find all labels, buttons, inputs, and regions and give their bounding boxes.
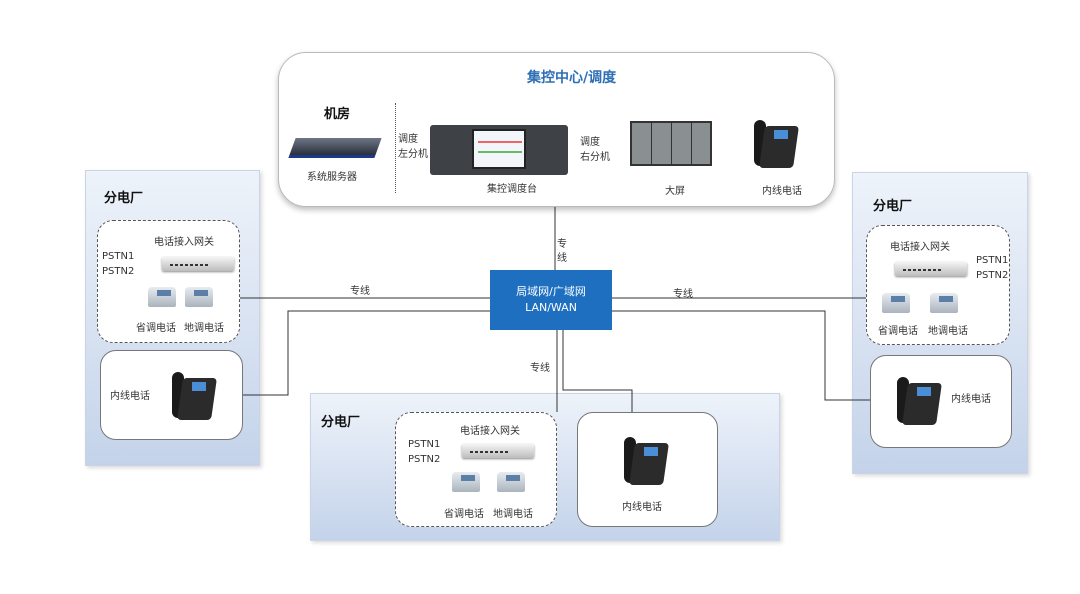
internal-phone-label: 内线电话 xyxy=(110,391,150,402)
ip-phone-icon xyxy=(170,368,217,424)
right-ext-label-2: 右分机 xyxy=(580,152,610,163)
ip-phone-icon xyxy=(622,433,669,489)
link-label-left: 专线 xyxy=(350,286,370,297)
phone-label: 省调电话 xyxy=(444,509,484,520)
big-screen-icon xyxy=(630,121,712,166)
phone-label: 内线电话 xyxy=(762,186,802,197)
link-label-bottom: 专线 xyxy=(530,363,550,374)
server-icon xyxy=(288,138,382,158)
lan-label-2: LAN/WAN xyxy=(525,301,577,314)
gateway-label: 电话接入网关 xyxy=(154,237,214,248)
console-icon xyxy=(430,125,568,175)
ip-phone-icon xyxy=(752,116,799,172)
internal-phone-box xyxy=(870,355,1012,448)
pstn1-label: PSTN1 xyxy=(976,255,1009,266)
gateway-box xyxy=(866,225,1010,345)
left-ext-label-2: 左分机 xyxy=(398,149,428,160)
desk-phone-icon xyxy=(497,472,525,492)
server-room-label: 机房 xyxy=(324,107,351,122)
internal-phone-box xyxy=(100,350,243,440)
divider xyxy=(395,103,396,193)
left-ext-label-1: 调度 xyxy=(398,134,418,145)
phone-label: 地调电话 xyxy=(493,509,533,520)
lan-wan-node: 局域网/广域网 LAN/WAN xyxy=(490,270,612,330)
plant-title: 分电厂 xyxy=(104,191,144,206)
desk-phone-icon xyxy=(930,293,958,313)
phone-label: 省调电话 xyxy=(878,326,918,337)
lan-label-1: 局域网/广域网 xyxy=(516,285,586,298)
pstn2-label: PSTN2 xyxy=(976,270,1009,281)
desk-phone-icon xyxy=(148,287,176,307)
desk-phone-icon xyxy=(882,293,910,313)
plant-title: 分电厂 xyxy=(873,199,913,214)
big-screen-label: 大屏 xyxy=(665,186,685,197)
internal-phone-label: 内线电话 xyxy=(951,394,991,405)
gateway-box xyxy=(97,220,240,343)
link-label-top-2: 线 xyxy=(557,253,567,264)
right-ext-label-1: 调度 xyxy=(580,137,600,148)
link-label-right: 专线 xyxy=(673,289,693,300)
pstn2-label: PSTN2 xyxy=(102,266,135,277)
plant-title: 分电厂 xyxy=(321,415,361,430)
gateway-icon xyxy=(462,444,534,458)
pstn1-label: PSTN1 xyxy=(102,251,135,262)
link-label-top-1: 专 xyxy=(557,239,567,250)
ip-phone-icon xyxy=(895,373,942,429)
gateway-label: 电话接入网关 xyxy=(460,426,520,437)
gateway-icon xyxy=(162,257,234,271)
desk-phone-icon xyxy=(185,287,213,307)
phone-label: 地调电话 xyxy=(928,326,968,337)
gateway-box xyxy=(395,412,557,527)
pstn2-label: PSTN2 xyxy=(408,454,441,465)
gateway-label: 电话接入网关 xyxy=(890,242,950,253)
control-center-title: 集控中心/调度 xyxy=(527,70,617,86)
internal-phone-label: 内线电话 xyxy=(622,502,662,513)
desk-phone-icon xyxy=(452,472,480,492)
console-label: 集控调度台 xyxy=(487,184,537,195)
gateway-icon xyxy=(895,262,967,276)
pstn1-label: PSTN1 xyxy=(408,439,441,450)
phone-label: 省调电话 xyxy=(136,323,176,334)
phone-label: 地调电话 xyxy=(184,323,224,334)
server-label: 系统服务器 xyxy=(307,172,357,183)
